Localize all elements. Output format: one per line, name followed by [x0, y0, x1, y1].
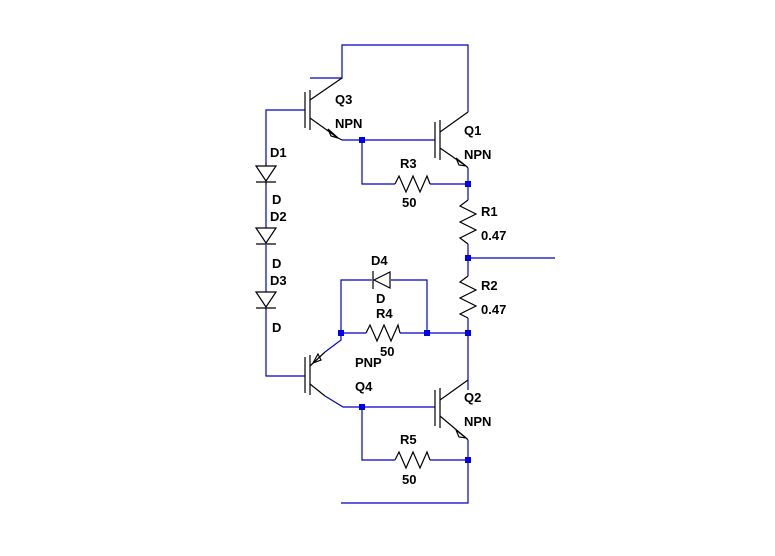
wire-r3-left [361, 140, 395, 185]
labels: Q3 NPN Q1 NPN R3 50 R1 0.47 R2 0.47 D1 D… [270, 92, 506, 487]
r2-value-label: 0.47 [481, 302, 506, 317]
q1-ref-label: Q1 [464, 123, 481, 138]
r3-value-label: 50 [402, 195, 416, 210]
junction-r2-bottom [465, 330, 471, 336]
junctions [338, 137, 471, 463]
r1-value-label: 0.47 [481, 228, 506, 243]
wire-q3-base-left [265, 109, 305, 163]
diode-d2 [254, 227, 278, 245]
diode-d1 [254, 163, 278, 185]
r5-ref-label: R5 [400, 432, 417, 447]
d1-ref-label: D1 [270, 145, 287, 160]
r5-value-label: 50 [402, 472, 416, 487]
d3-model-label: D [272, 320, 281, 335]
junction-q1-emitter [465, 181, 471, 187]
r3-ref-label: R3 [400, 156, 417, 171]
q3-model-label: NPN [335, 116, 362, 131]
q3-ref-label: Q3 [335, 92, 352, 107]
d2-model-label: D [272, 256, 281, 271]
wire-top-rail [310, 44, 469, 112]
wire-d4-left [340, 279, 372, 333]
r2-ref-label: R2 [481, 278, 498, 293]
junction-q2-base [359, 404, 365, 410]
d4-ref-label: D4 [371, 253, 388, 268]
junction-q2-emitter [465, 457, 471, 463]
q2-ref-label: Q2 [464, 390, 481, 405]
q4-ref-label: Q4 [355, 379, 373, 394]
r1-ref-label: R1 [481, 204, 498, 219]
r4-value-label: 50 [380, 344, 394, 359]
wire-q4-collector [324, 395, 435, 408]
transistor-q2 [434, 379, 469, 441]
wire-r5-left [361, 407, 395, 461]
d3-ref-label: D3 [270, 273, 287, 288]
d4-model-label: D [376, 291, 385, 306]
diode-d4 [372, 271, 391, 289]
resistor-r1 [458, 199, 478, 245]
junction-r4-left [338, 330, 344, 336]
q4-model-label: PNP [355, 355, 382, 370]
junction-q3-emitter [359, 137, 365, 143]
junction-output [465, 255, 471, 261]
transistor-q4 [304, 351, 326, 397]
d2-ref-label: D2 [270, 209, 287, 224]
wire-d4-right [391, 279, 428, 333]
junction-r4-right [424, 330, 430, 336]
transistor-q1 [434, 111, 469, 169]
q2-model-label: NPN [464, 414, 491, 429]
q1-model-label: NPN [464, 147, 491, 162]
wire-d3-q4 [265, 310, 305, 377]
resistor-r4 [365, 323, 401, 343]
transistor-q3 [304, 77, 343, 141]
resistor-r5 [394, 450, 431, 470]
d1-model-label: D [272, 192, 281, 207]
resistor-r3 [394, 174, 431, 194]
resistor-r2 [458, 275, 478, 319]
r4-ref-label: R4 [376, 306, 393, 321]
diode-d3 [254, 291, 278, 310]
